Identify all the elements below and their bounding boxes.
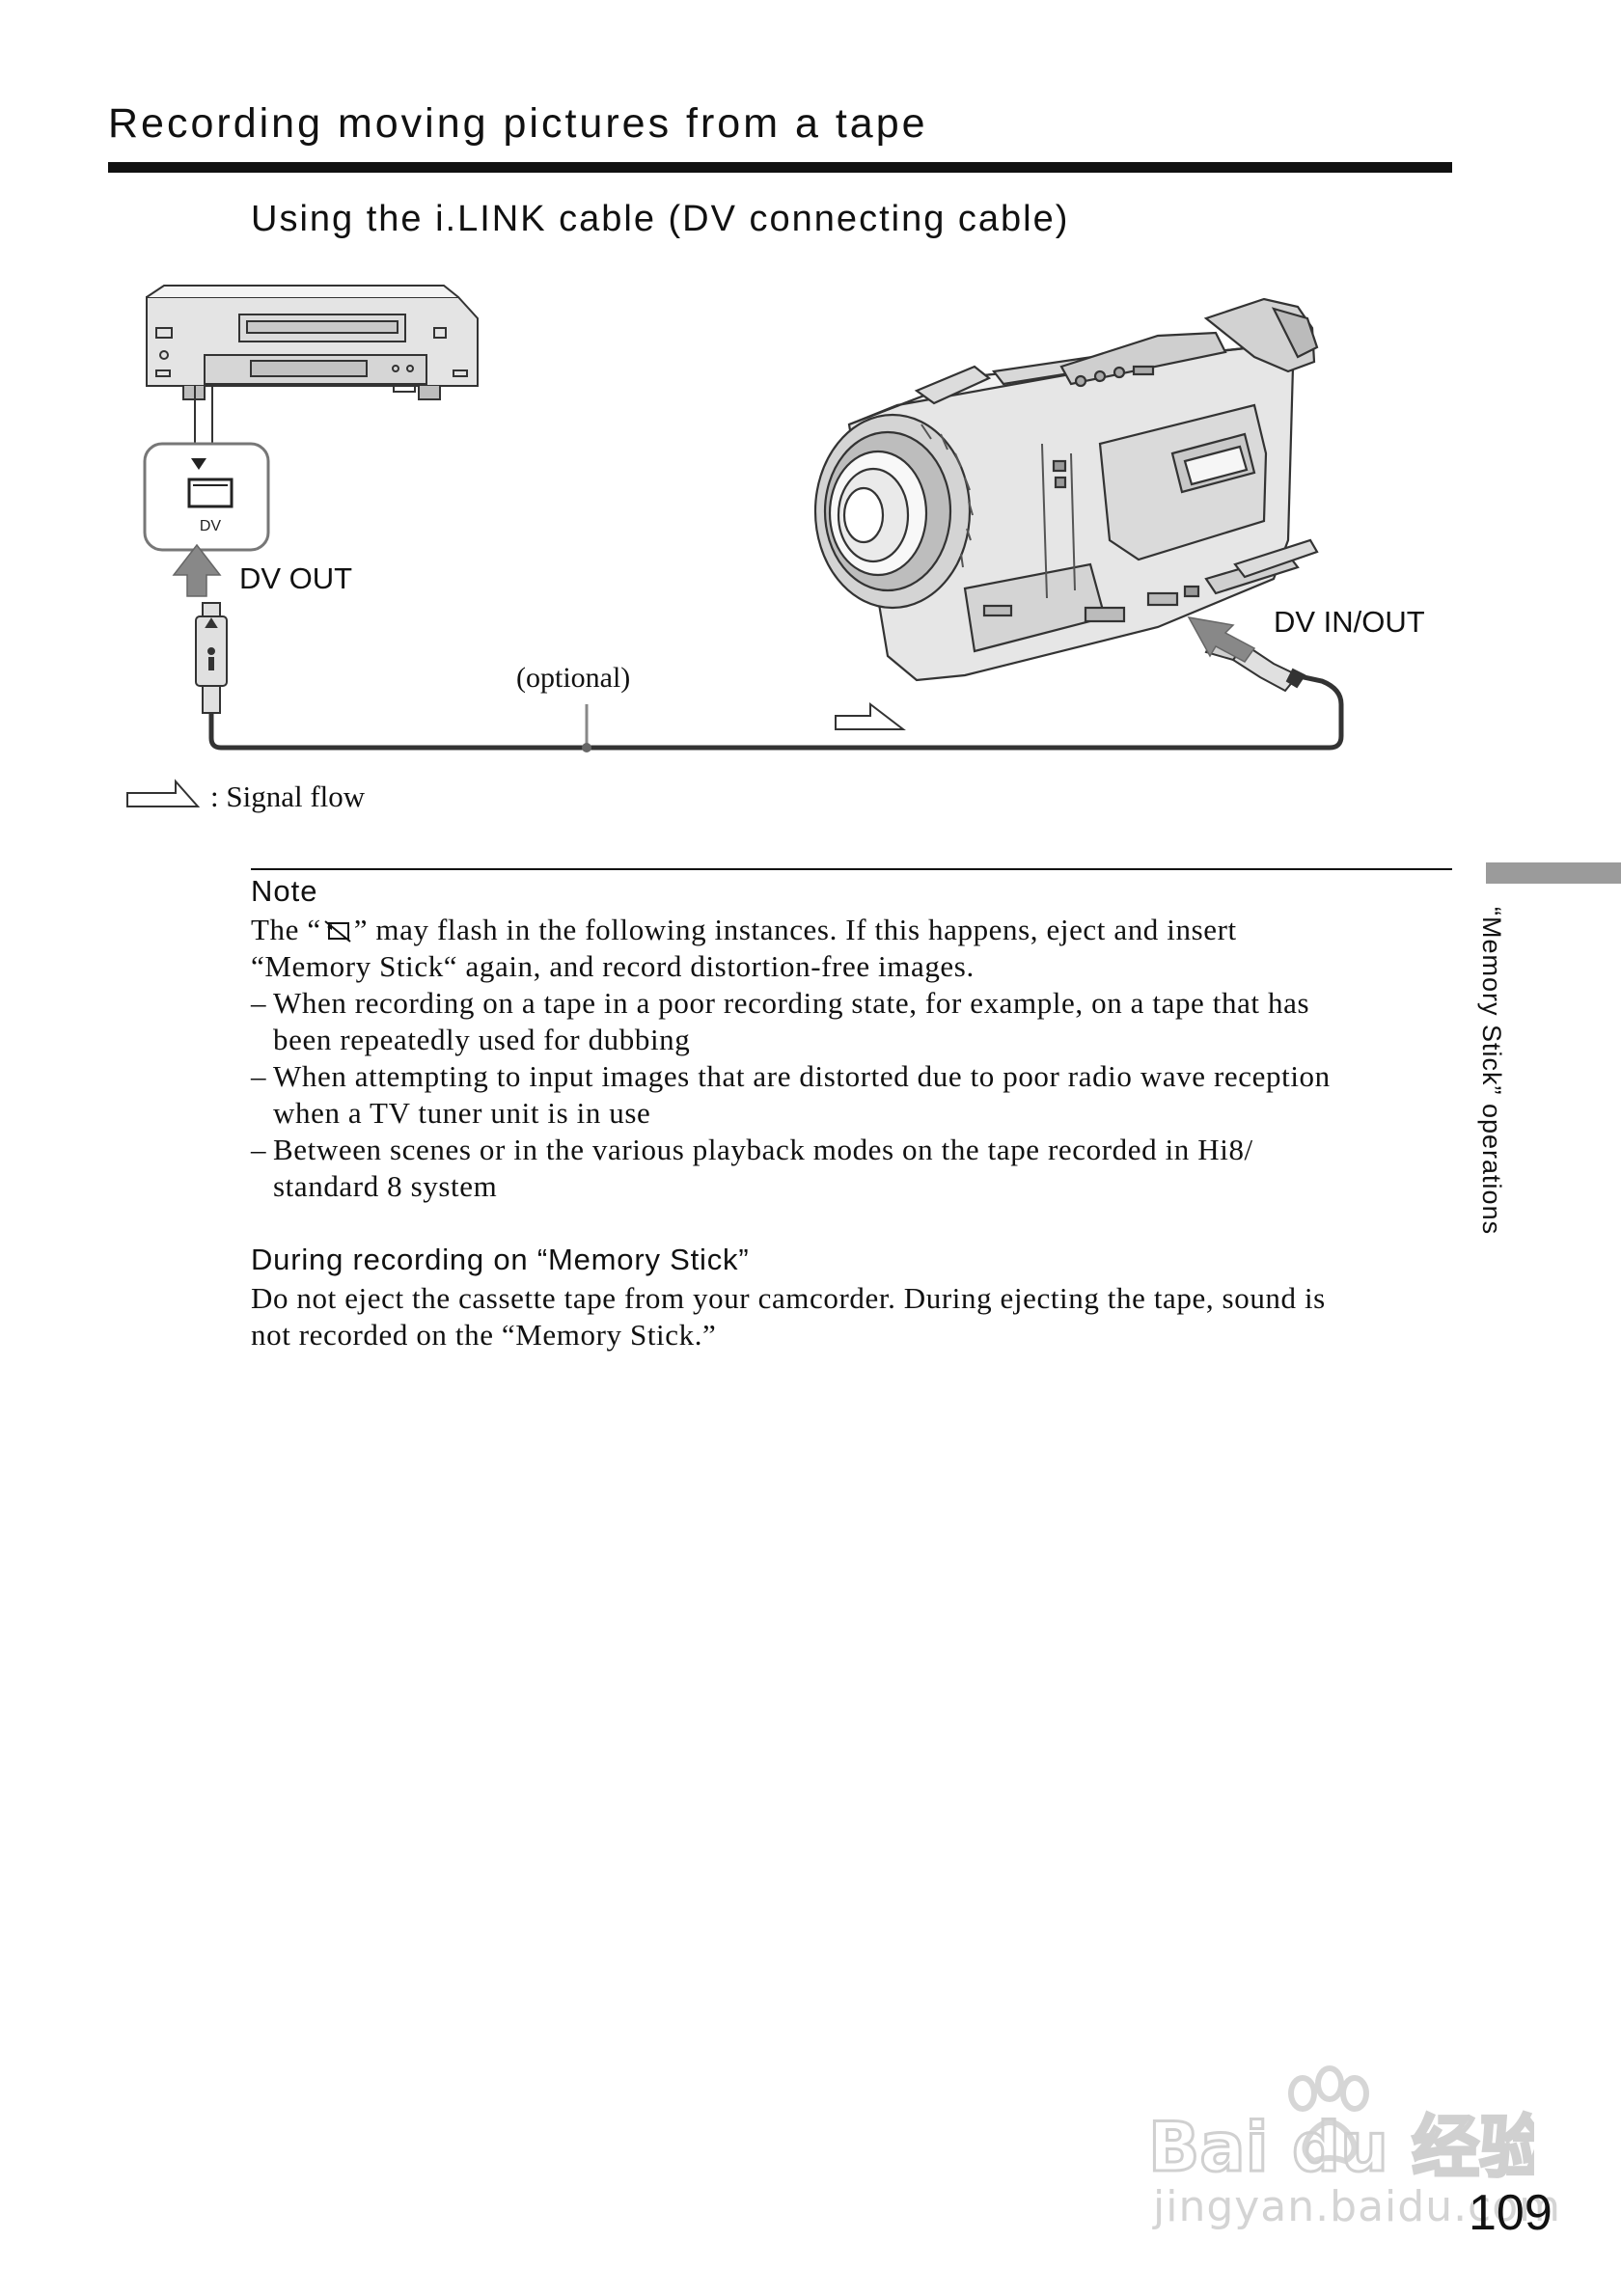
list-item: When attempting to input images that are… bbox=[251, 1058, 1331, 1132]
list-item: Between scenes or in the various playbac… bbox=[251, 1132, 1331, 1205]
signal-flow-legend: : Signal flow bbox=[210, 779, 366, 813]
vcr-port-label: DV bbox=[200, 518, 222, 534]
dv-cable bbox=[208, 672, 1344, 751]
camcorder-illustration bbox=[813, 297, 1319, 682]
cable-junction bbox=[582, 743, 591, 752]
dv-out-label: DV OUT bbox=[239, 561, 352, 595]
page-number: 109 bbox=[1469, 2185, 1552, 2241]
optional-label: (optional) bbox=[516, 662, 630, 694]
bullet-line: been repeatedly used for dubbing bbox=[273, 1023, 691, 1056]
side-tab-marker bbox=[1486, 862, 1621, 884]
page-title: Recording moving pictures from a tape bbox=[108, 100, 928, 147]
note-intro-suffix: ” may flash in the following instances. … bbox=[353, 913, 1237, 946]
dv-out-arrow bbox=[172, 543, 222, 597]
connection-diagram: DV DV OUT (optional) DV IN/OUT bbox=[126, 285, 1425, 807]
vcr-deck-illustration bbox=[146, 285, 479, 400]
bullet-line: When recording on a tape in a poor recor… bbox=[273, 986, 1310, 1020]
recording-note-line-1: Do not eject the cassette tape from your… bbox=[251, 1281, 1326, 1315]
section-heading: Using the i.LINK cable (DV connecting ca… bbox=[251, 199, 1070, 239]
dv-in-out-arrow bbox=[1187, 615, 1256, 663]
note-intro: The “ ” may flash in the following instan… bbox=[251, 912, 1237, 985]
dv-in-out-label: DV IN/OUT bbox=[1274, 605, 1425, 639]
watermark-brand: Bai du 经验 bbox=[1148, 2108, 1534, 2187]
recording-note-heading: During recording on “Memory Stick” bbox=[251, 1243, 750, 1276]
bullet-line: standard 8 system bbox=[273, 1169, 498, 1203]
baidu-watermark-logo: Bai du 经验 bbox=[1148, 2065, 1534, 2189]
note-intro-line-2: “Memory Stick“ again, and record distort… bbox=[251, 949, 975, 983]
note-intro-line-1: The “ ” may flash in the following instan… bbox=[251, 912, 1237, 948]
legend-signal-flow-arrow-icon bbox=[126, 779, 201, 807]
side-tab-label: “Memory Stick” operations bbox=[1477, 907, 1506, 1236]
title-rule bbox=[108, 162, 1452, 173]
bullet-line: When attempting to input images that are… bbox=[273, 1059, 1331, 1093]
watermark-url: jingyan.baidu.com bbox=[1153, 2182, 1562, 2231]
note-bullet-list: When recording on a tape in a poor recor… bbox=[251, 985, 1331, 1205]
memory-stick-warning-icon bbox=[324, 920, 351, 943]
recording-note-line-2: not recorded on the “Memory Stick.” bbox=[251, 1318, 717, 1352]
recording-note-body: Do not eject the cassette tape from your… bbox=[251, 1280, 1326, 1353]
note-intro-prefix: The “ bbox=[251, 913, 321, 946]
note-rule bbox=[251, 868, 1452, 870]
note-heading: Note bbox=[251, 874, 318, 908]
cable-plug-left bbox=[195, 602, 228, 714]
signal-flow-arrow-icon bbox=[835, 701, 906, 730]
bullet-line: when a TV tuner unit is in use bbox=[273, 1096, 651, 1130]
vcr-port-callout: DV bbox=[143, 386, 270, 552]
bullet-line: Between scenes or in the various playbac… bbox=[273, 1133, 1253, 1166]
list-item: When recording on a tape in a poor recor… bbox=[251, 985, 1331, 1058]
